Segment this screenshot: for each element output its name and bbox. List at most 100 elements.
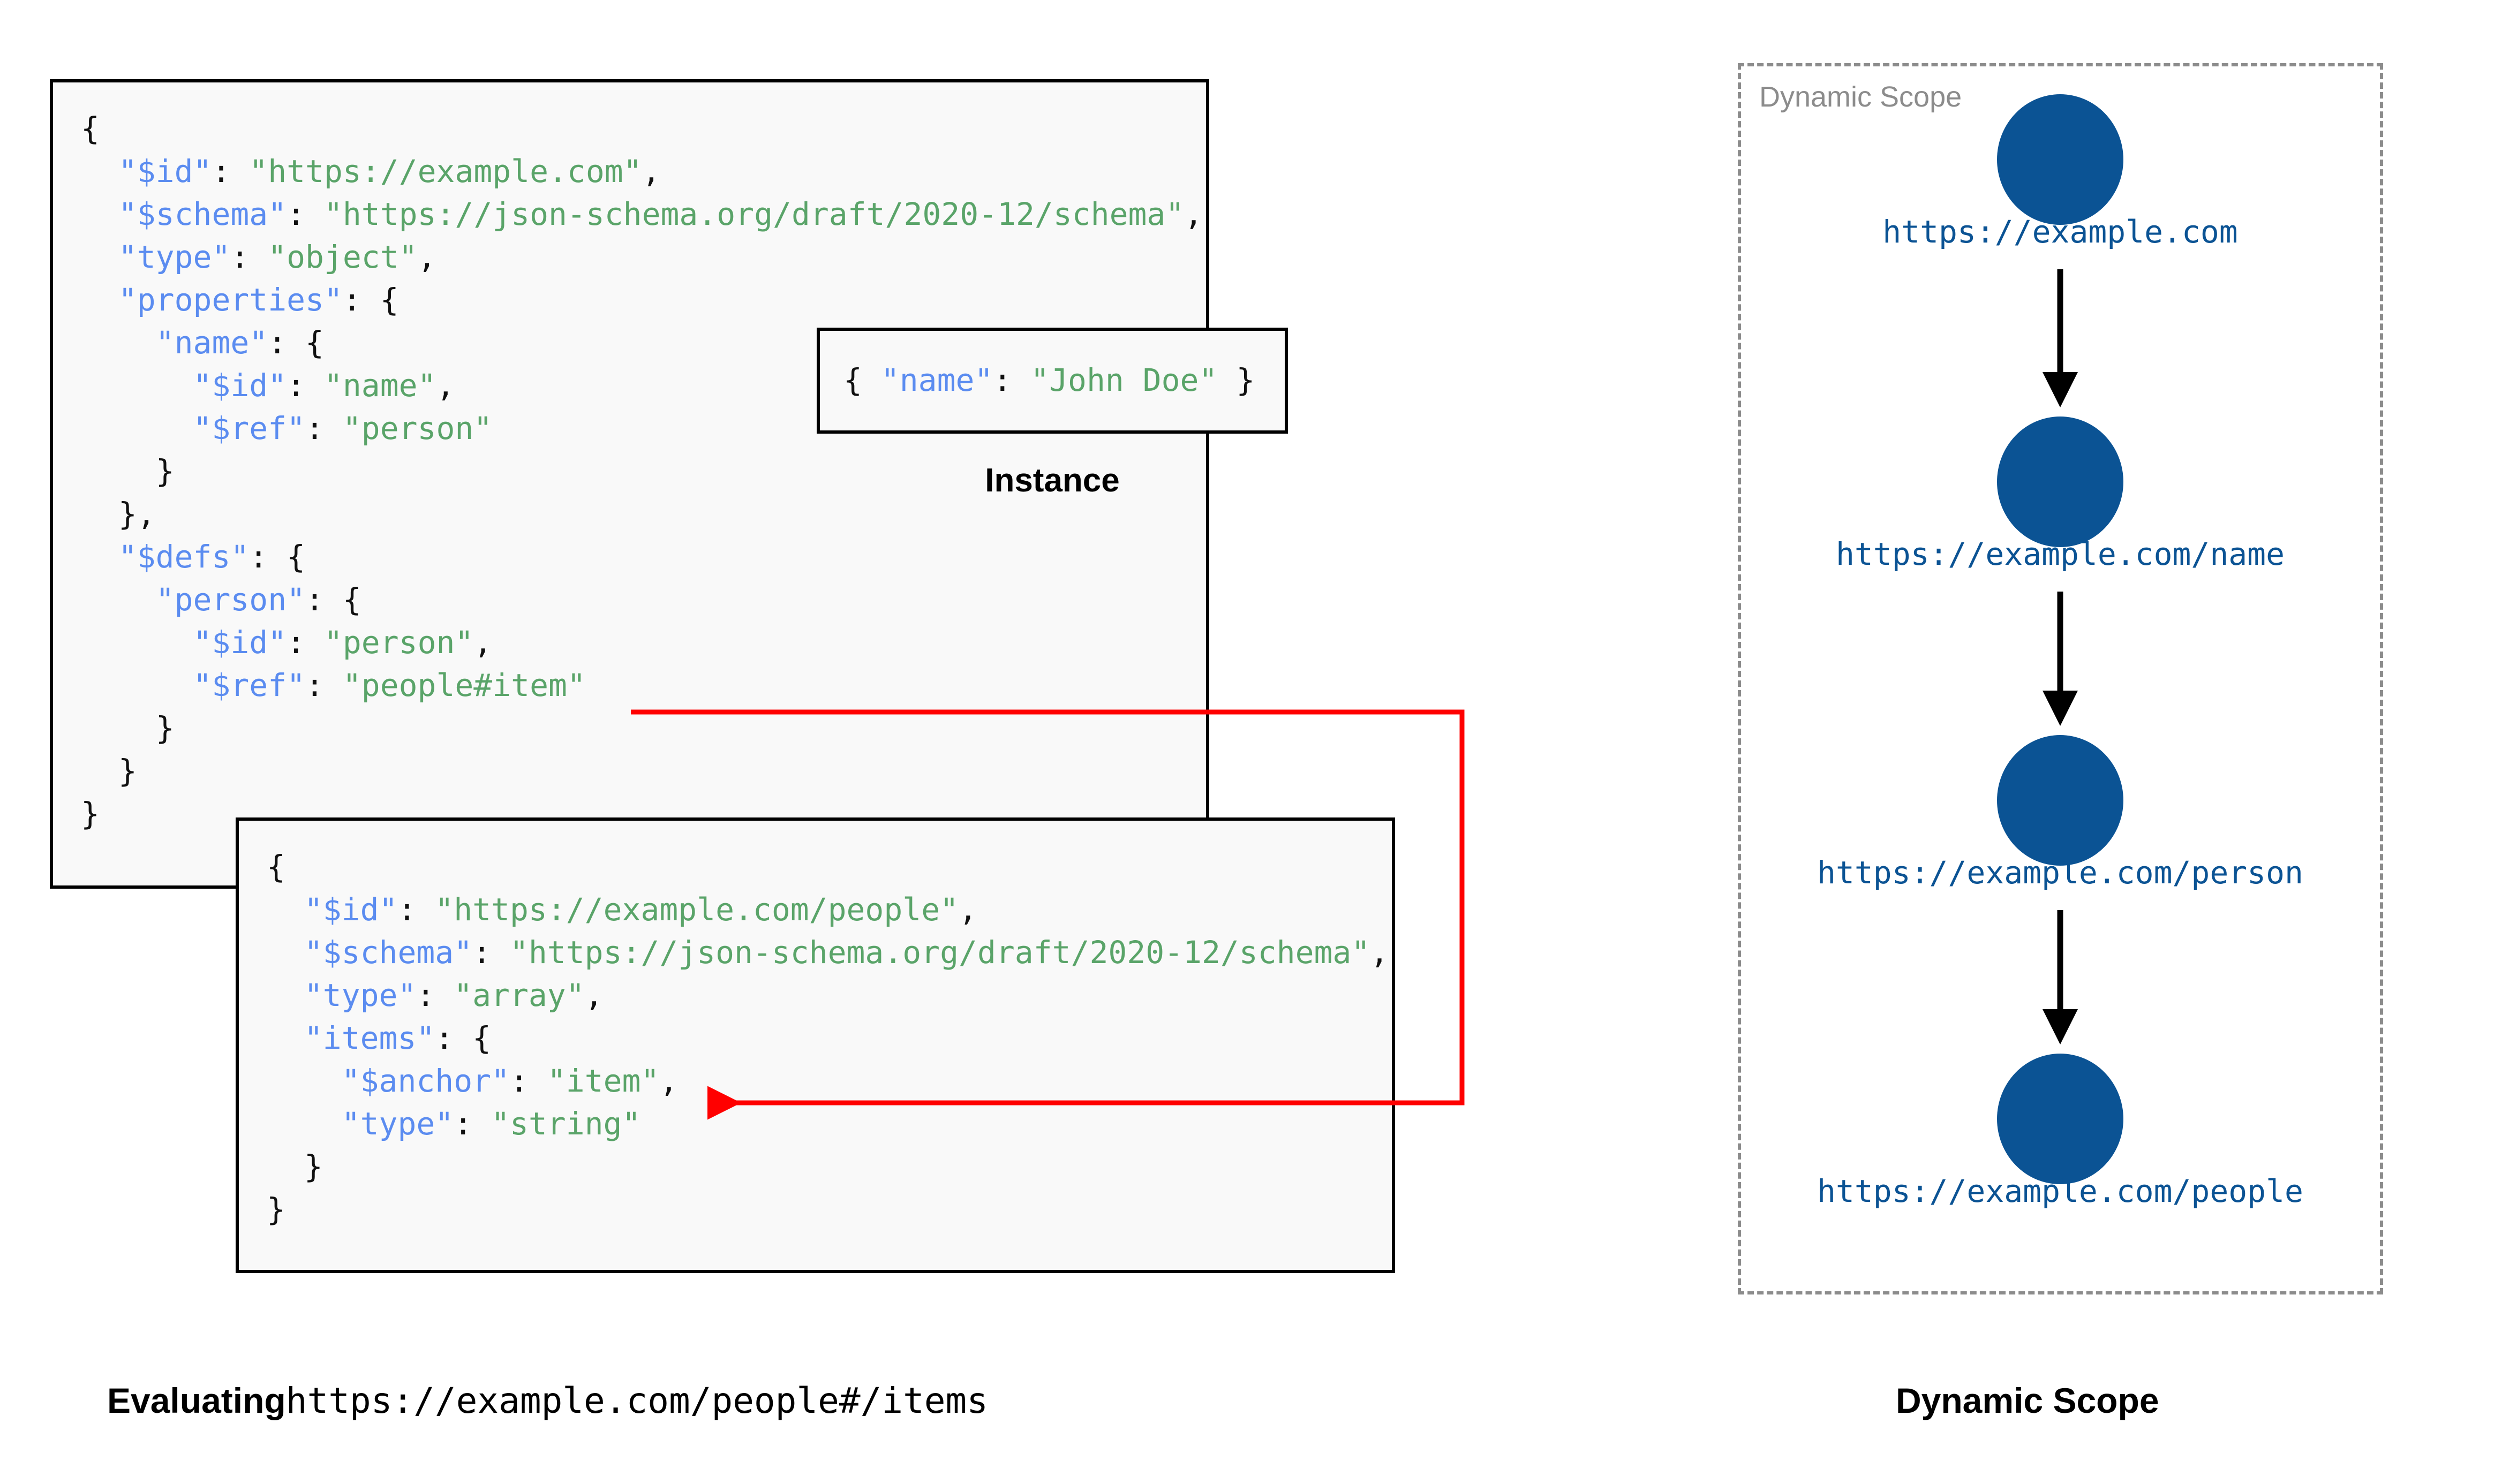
code-line: } <box>81 749 1203 792</box>
instance-code: { "name": "John Doe" } <box>843 359 1255 402</box>
code-token: : { <box>249 539 306 575</box>
code-token: , <box>473 624 493 661</box>
dynamic-scope-panel-title: Dynamic Scope <box>1759 81 1962 113</box>
code-token: , <box>1184 196 1203 232</box>
code-token: } <box>267 1191 285 1228</box>
scope-node-label: https://example.com <box>1882 214 2237 250</box>
code-token: : { <box>342 282 399 318</box>
code-line: "name": { <box>81 321 1203 364</box>
code-token: "$schema" <box>304 934 473 971</box>
left-caption-uri: https://example.com/people#/items <box>285 1380 989 1421</box>
code-token: , <box>436 367 455 404</box>
code-line: } <box>81 792 1203 835</box>
code-line: { <box>81 107 1203 150</box>
dynamic-scope-graph: https://example.com https://example.com/n… <box>1817 94 2303 1209</box>
code-line: { "name": "John Doe" } <box>843 359 1255 402</box>
code-token: : <box>212 153 250 190</box>
code-line: "$id": "https://example.com/people", <box>267 888 1389 931</box>
root-schema-code: { "$id": "https://example.com", "$schema… <box>81 107 1203 835</box>
code-token: } <box>1217 362 1255 398</box>
code-token: : { <box>435 1020 492 1056</box>
code-token: { <box>81 110 100 147</box>
code-token: "John Doe" <box>1030 362 1218 398</box>
code-token: : <box>397 891 435 928</box>
scope-node-circle <box>1997 735 2123 866</box>
code-token: "people#item" <box>342 667 586 703</box>
code-token: "$defs" <box>118 539 250 575</box>
code-line: "type": "string" <box>267 1102 1389 1145</box>
code-line: } <box>267 1145 1389 1188</box>
code-token: } <box>155 453 175 489</box>
code-token: "$id" <box>193 624 287 661</box>
scope-node-circle <box>1997 1054 2123 1184</box>
code-token: }, <box>118 496 156 532</box>
code-token: } <box>118 753 137 789</box>
code-token: , <box>417 239 436 275</box>
code-line: "items": { <box>267 1017 1389 1059</box>
code-line: { <box>267 845 1389 888</box>
code-token: , <box>659 1063 679 1099</box>
code-token: "$anchor" <box>341 1063 510 1099</box>
code-token: "name" <box>323 367 436 404</box>
code-line: "$id": "https://example.com", <box>81 150 1203 193</box>
scope-node-label: https://example.com/name <box>1836 536 2285 572</box>
code-token: , <box>642 153 661 190</box>
code-line: "$id": "person", <box>81 621 1203 664</box>
code-line: "$ref": "person" <box>81 407 1203 450</box>
code-token: "properties" <box>118 282 343 318</box>
code-token: : <box>472 934 510 971</box>
code-token: "https://json-schema.org/draft/2020-12/s… <box>323 196 1185 232</box>
code-token: "type" <box>118 239 231 275</box>
code-token: : <box>416 977 454 1013</box>
code-token: } <box>304 1148 323 1185</box>
code-token: "type" <box>304 977 417 1013</box>
code-line: } <box>267 1188 1389 1231</box>
code-token: : <box>230 239 268 275</box>
code-line: } <box>81 450 1203 493</box>
code-token: : <box>454 1106 492 1142</box>
code-line: "$anchor": "item", <box>267 1059 1389 1102</box>
code-token: "name" <box>155 324 268 361</box>
code-token: , <box>584 977 604 1013</box>
code-token: "person" <box>323 624 474 661</box>
scope-node-label: https://example.com/people <box>1817 1173 2303 1209</box>
code-token: "$schema" <box>118 196 287 232</box>
code-line: "$ref": "people#item" <box>81 664 1203 707</box>
scope-node-label: https://example.com/person <box>1817 854 2303 891</box>
right-caption: Dynamic Scope <box>1896 1381 2159 1420</box>
code-line: "$id": "name", <box>81 364 1203 407</box>
code-token: , <box>1370 934 1389 971</box>
code-token: : <box>287 624 324 661</box>
code-token: : <box>305 667 343 703</box>
code-line: "$schema": "https://json-schema.org/draf… <box>81 193 1203 236</box>
code-token: "person" <box>342 410 493 446</box>
code-token: "person" <box>155 581 306 618</box>
code-token: "https://example.com/people" <box>435 891 959 928</box>
people-schema-code: { "$id": "https://example.com/people", "… <box>267 845 1389 1231</box>
dynamic-scope-panel <box>1738 63 2383 1294</box>
code-token: "items" <box>304 1020 435 1056</box>
code-token: "item" <box>547 1063 660 1099</box>
code-token: "$id" <box>304 891 398 928</box>
code-token: : { <box>305 581 361 618</box>
code-token: : <box>305 410 343 446</box>
code-token: "$id" <box>118 153 212 190</box>
code-token: : <box>509 1063 547 1099</box>
people-schema-box: { "$id": "https://example.com/people", "… <box>236 817 1395 1273</box>
code-token: : <box>287 367 324 404</box>
code-token: "$ref" <box>193 410 306 446</box>
left-caption-prefix: Evaluating <box>107 1381 286 1420</box>
code-line: "person": { <box>81 578 1203 621</box>
code-token: "https://json-schema.org/draft/2020-12/s… <box>509 934 1370 971</box>
code-token: "object" <box>268 239 418 275</box>
code-token: { <box>843 362 881 398</box>
code-token: "string" <box>491 1106 641 1142</box>
code-line: "properties": { <box>81 278 1203 321</box>
code-token: : <box>993 362 1031 398</box>
code-token: } <box>81 796 100 832</box>
code-token: : <box>287 196 324 232</box>
scope-node-circle <box>1997 94 2123 225</box>
scope-node-circle <box>1997 417 2123 547</box>
code-token: "name" <box>880 362 993 398</box>
left-caption: Evaluatinghttps://example.com/people#/it… <box>107 1380 988 1421</box>
